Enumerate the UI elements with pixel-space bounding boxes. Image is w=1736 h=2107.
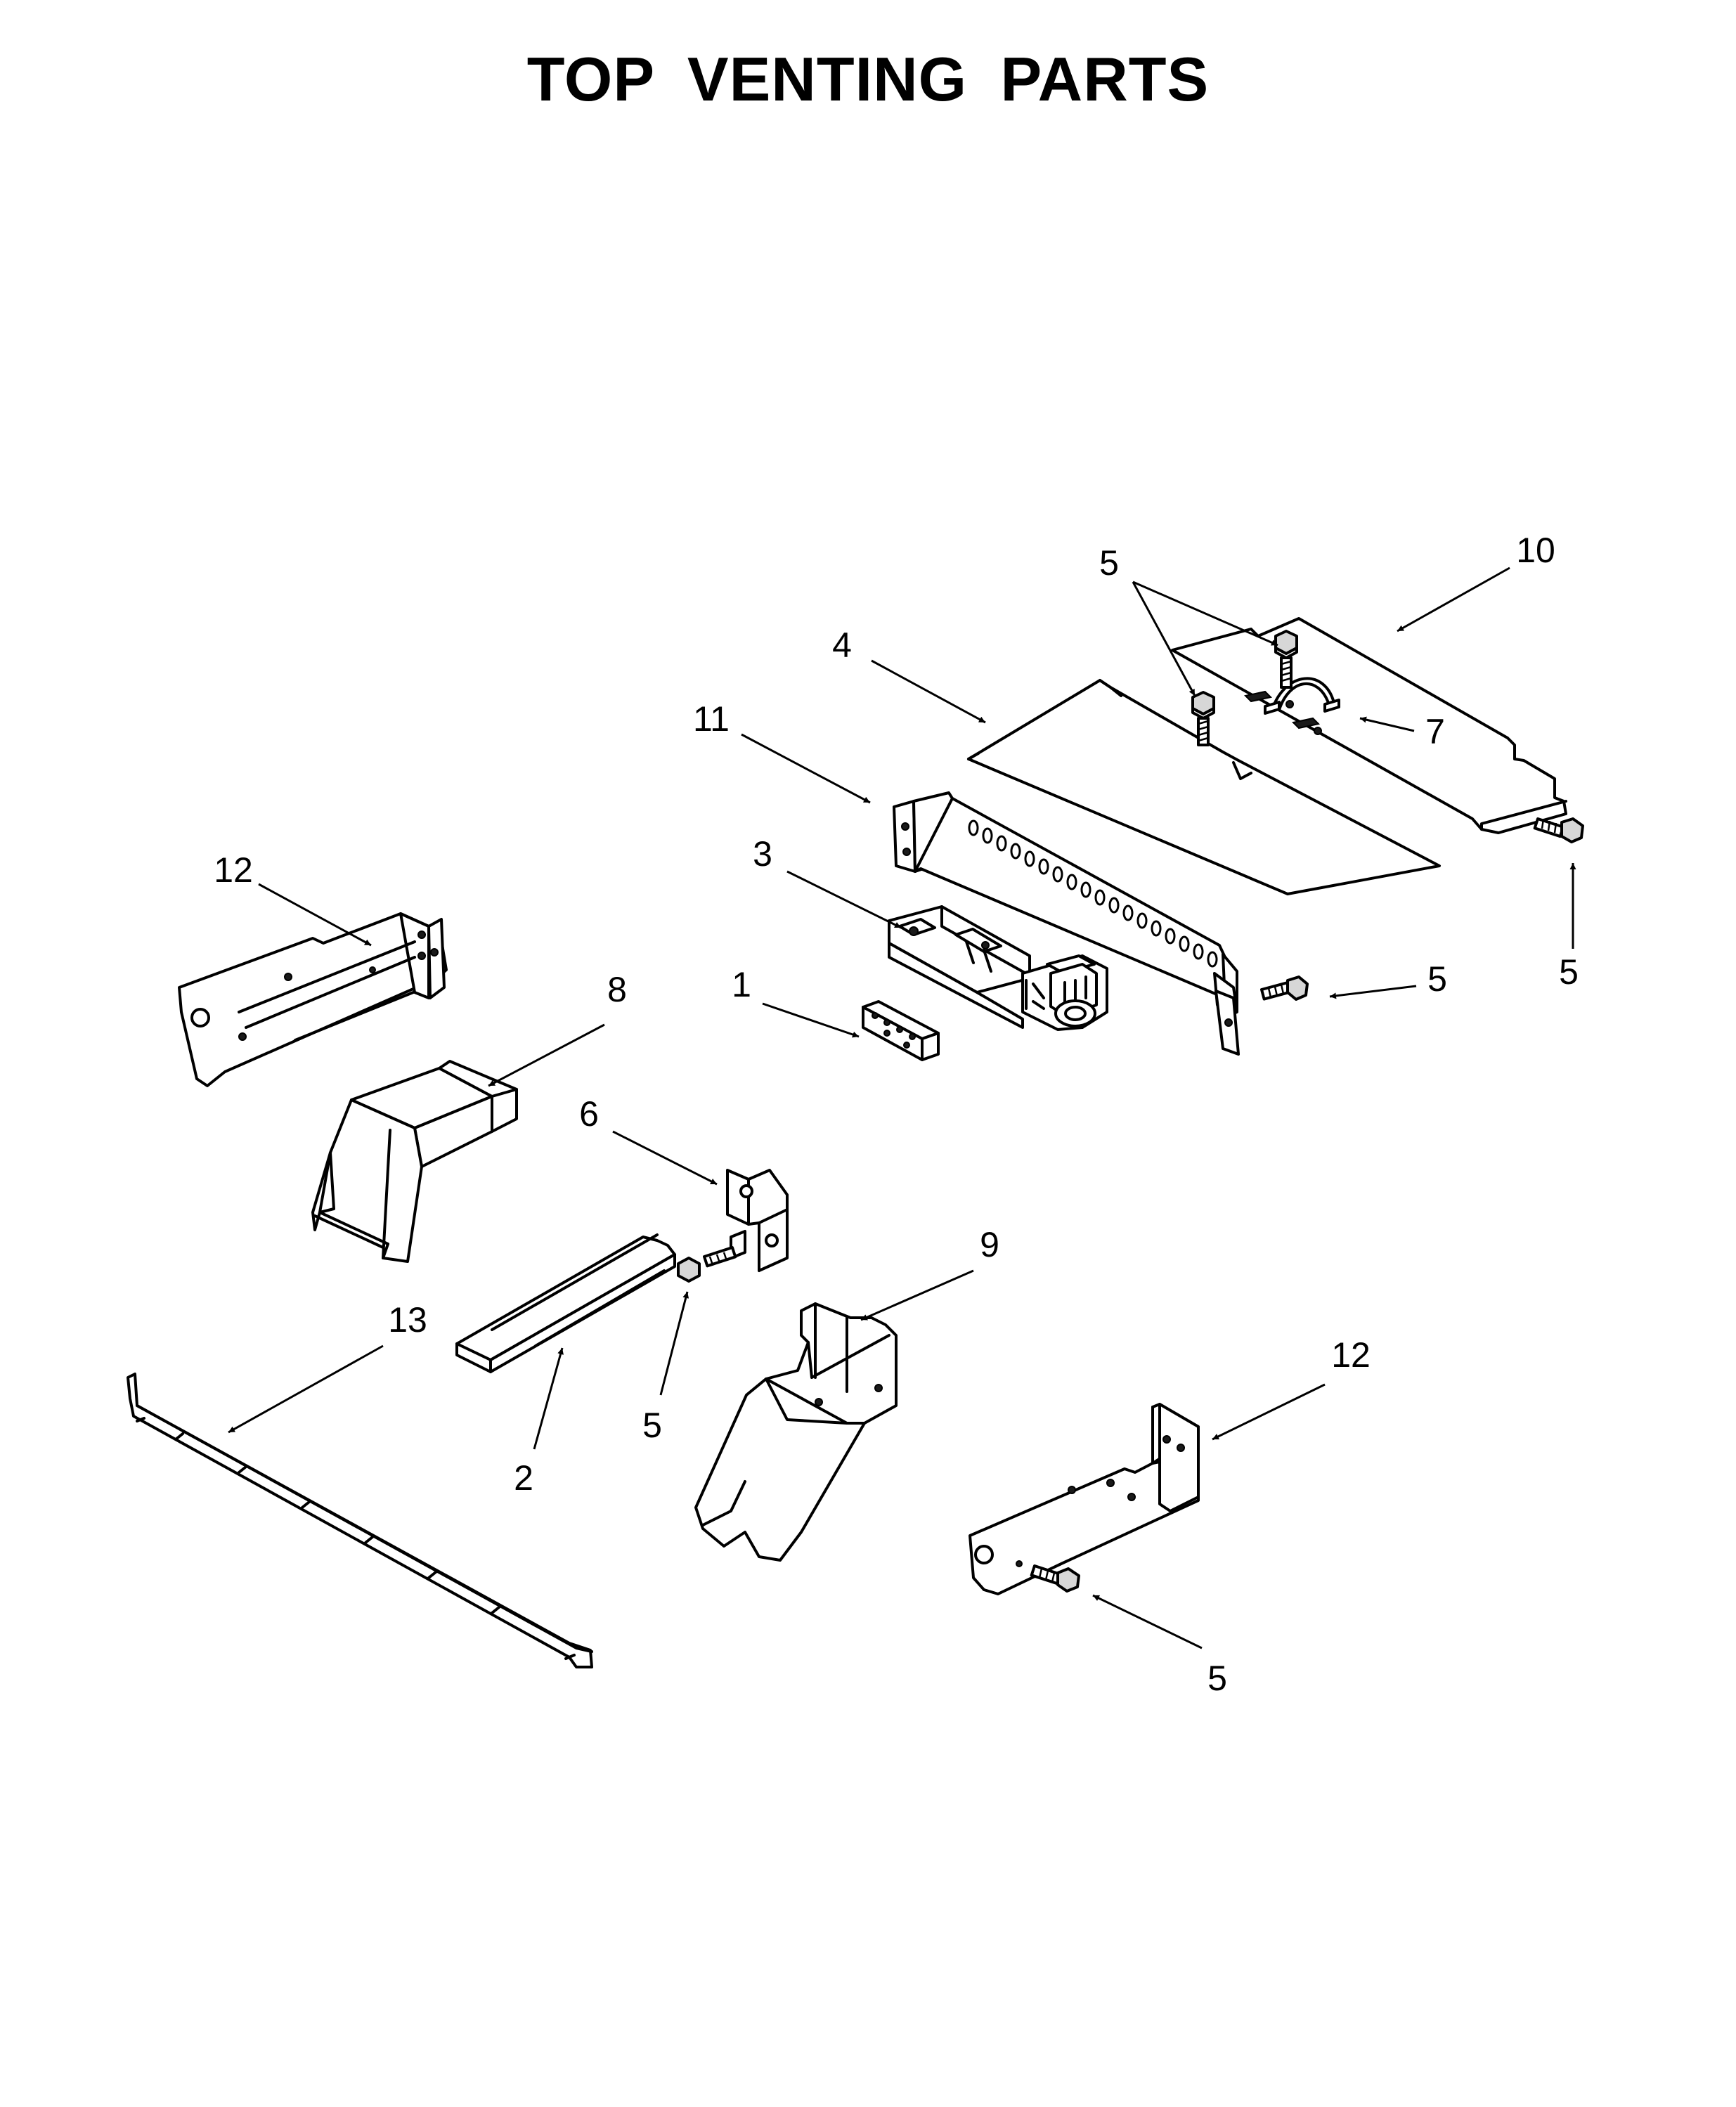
part-3-vent-motor-assembly	[888, 905, 1108, 1031]
callout-5: 5	[1427, 959, 1447, 999]
callout-8: 8	[607, 970, 627, 1009]
part-7-clip	[1264, 677, 1340, 715]
part-12-left-side-bracket	[178, 912, 448, 1087]
part-5-screw-lower-right	[1030, 1564, 1080, 1593]
leader-10	[1397, 566, 1510, 633]
callout-9: 9	[980, 1225, 999, 1264]
leader-11	[741, 733, 871, 804]
callout-2: 2	[514, 1458, 533, 1498]
part-1-small-block	[862, 1000, 940, 1061]
leader-13	[228, 1344, 384, 1434]
part-2-slide-rail	[455, 1233, 676, 1373]
callout-12: 12	[1331, 1335, 1371, 1375]
leader-5-top-right	[1132, 581, 1278, 647]
callout-3: 3	[753, 834, 772, 874]
leader-1	[762, 1002, 860, 1038]
diagram-title: TOP VENTING PARTS	[526, 44, 1210, 114]
callout-7: 7	[1425, 712, 1445, 751]
part-5-screw-top-left	[1191, 691, 1215, 746]
callout-1: 1	[732, 965, 751, 1004]
part-5-screw-lower-center	[677, 1246, 737, 1283]
part-12-right-side-bracket	[969, 1403, 1200, 1595]
part-10-top-panel	[1171, 617, 1567, 834]
part-5-screw-bracket-end	[1259, 975, 1309, 1001]
callout-12: 12	[214, 850, 253, 890]
part-11-perforated-bracket	[893, 791, 1240, 1056]
leader-9	[860, 1269, 974, 1321]
callout-4: 4	[832, 625, 852, 665]
leader-2	[533, 1347, 564, 1450]
callout-13: 13	[388, 1300, 427, 1340]
callout-11: 11	[693, 699, 730, 739]
callout-10: 10	[1516, 531, 1555, 570]
leader-8	[488, 1023, 605, 1087]
leader-12-right	[1212, 1383, 1326, 1441]
leader-3	[786, 870, 902, 929]
callout-5: 5	[1207, 1659, 1227, 1698]
leader-12-left	[258, 883, 372, 947]
callout-6: 6	[579, 1094, 599, 1134]
part-4-cover-plate	[967, 679, 1441, 895]
leader-5-top-left	[1132, 581, 1196, 696]
leader-7	[1359, 716, 1415, 732]
leader-lines	[228, 566, 1576, 1649]
leader-6	[612, 1130, 718, 1186]
callout-5: 5	[1099, 543, 1119, 583]
leader-5-lower-center	[659, 1291, 689, 1396]
leader-5-bracket	[1329, 985, 1417, 999]
part-11-perforations	[968, 819, 1218, 968]
leader-4	[871, 659, 986, 724]
callout-5: 5	[1559, 952, 1579, 992]
callout-5: 5	[642, 1406, 662, 1445]
part-9-deflector	[694, 1302, 898, 1562]
callouts: 10 5 4 7 11 3 5 5 12 8 1 6 9 13 12 5 2 5	[214, 531, 1579, 1698]
part-5-screw-top-center	[1274, 630, 1298, 689]
part-8-vent-duct	[311, 1060, 518, 1263]
part-5-screw-right-panel	[1533, 817, 1584, 843]
leader-5-lower-right	[1092, 1594, 1203, 1649]
part-13-long-rail	[127, 1373, 593, 1668]
